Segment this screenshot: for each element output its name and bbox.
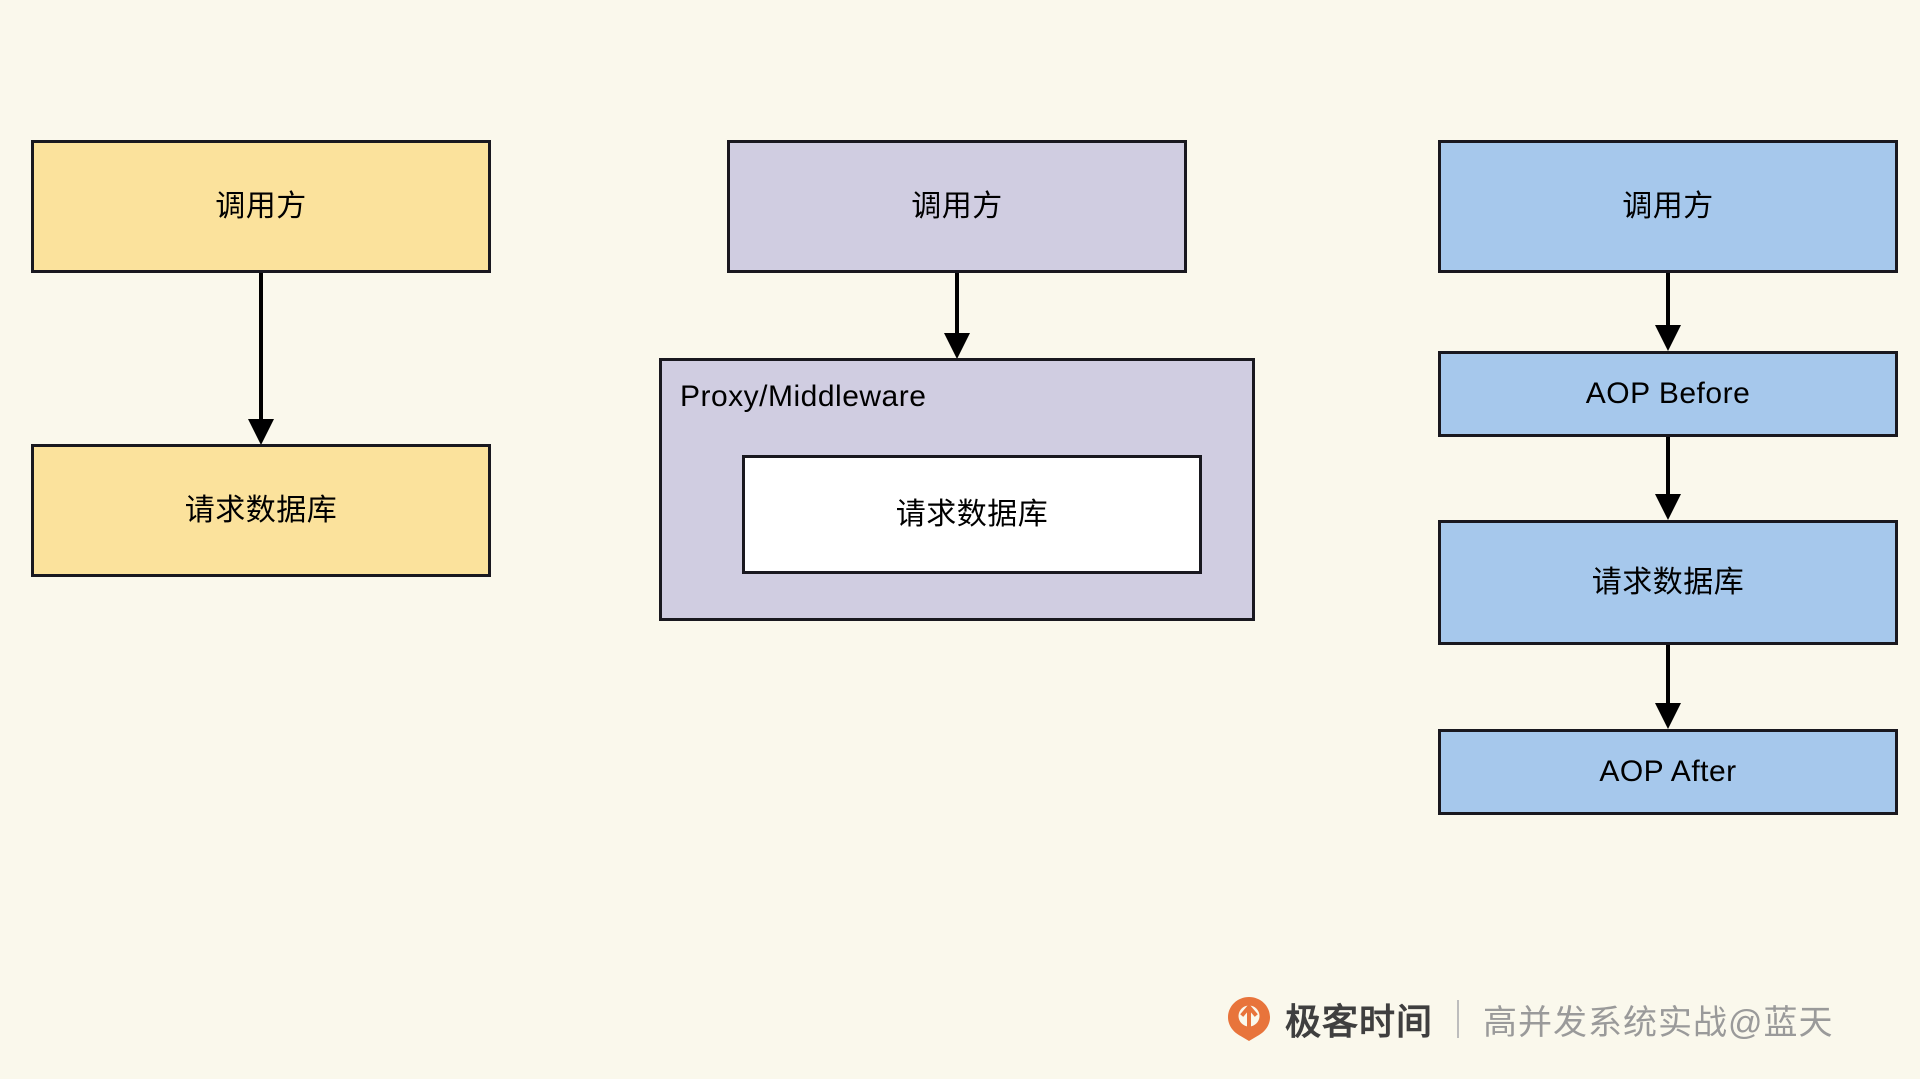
geekbang-logo-icon	[1228, 997, 1270, 1041]
node-direct-caller: 调用方	[31, 140, 491, 273]
arrow-shaft	[1666, 437, 1670, 494]
node-aop-db: 请求数据库	[1438, 520, 1898, 645]
arrow-shaft	[955, 273, 959, 333]
node-proxy-middleware-container: Proxy/Middleware 请求数据库	[659, 358, 1255, 621]
arrow-head-icon	[1655, 703, 1681, 729]
arrow-shaft	[1666, 273, 1670, 325]
node-aop-caller: 调用方	[1438, 140, 1898, 273]
watermark: 极客时间 高并发系统实战@蓝天	[1227, 993, 1834, 1045]
node-label: 调用方	[911, 189, 1003, 223]
arrow-head-icon	[1655, 325, 1681, 351]
watermark-brand: 极客时间	[1285, 1001, 1434, 1042]
node-aop-before: AOP Before	[1438, 351, 1898, 437]
node-label: 请求数据库	[184, 493, 338, 527]
watermark-course: 高并发系统实战@蓝天	[1483, 1003, 1834, 1042]
node-proxy-caller: 调用方	[727, 140, 1187, 273]
arrow-head-icon	[248, 419, 274, 445]
node-proxy-db: 请求数据库	[742, 455, 1202, 574]
arrow-head-icon	[944, 333, 970, 359]
node-label: 请求数据库	[1591, 565, 1745, 599]
node-label: 调用方	[215, 189, 307, 223]
arrow-shaft	[1666, 645, 1670, 703]
node-label: 调用方	[1622, 189, 1714, 223]
node-direct-db: 请求数据库	[31, 444, 491, 577]
arrow-head-icon	[1655, 494, 1681, 520]
node-label: 请求数据库	[895, 497, 1049, 531]
watermark-divider	[1457, 1000, 1460, 1038]
node-aop-after: AOP After	[1438, 729, 1898, 815]
container-label: Proxy/Middleware	[680, 380, 927, 413]
node-label: AOP After	[1599, 755, 1737, 788]
arrow-shaft	[259, 273, 263, 419]
node-label: AOP Before	[1585, 377, 1751, 410]
